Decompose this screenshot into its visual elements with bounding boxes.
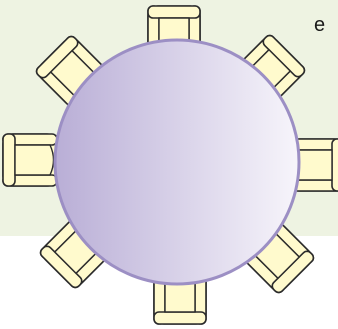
round-table (55, 40, 299, 284)
chair-left (3, 134, 57, 186)
